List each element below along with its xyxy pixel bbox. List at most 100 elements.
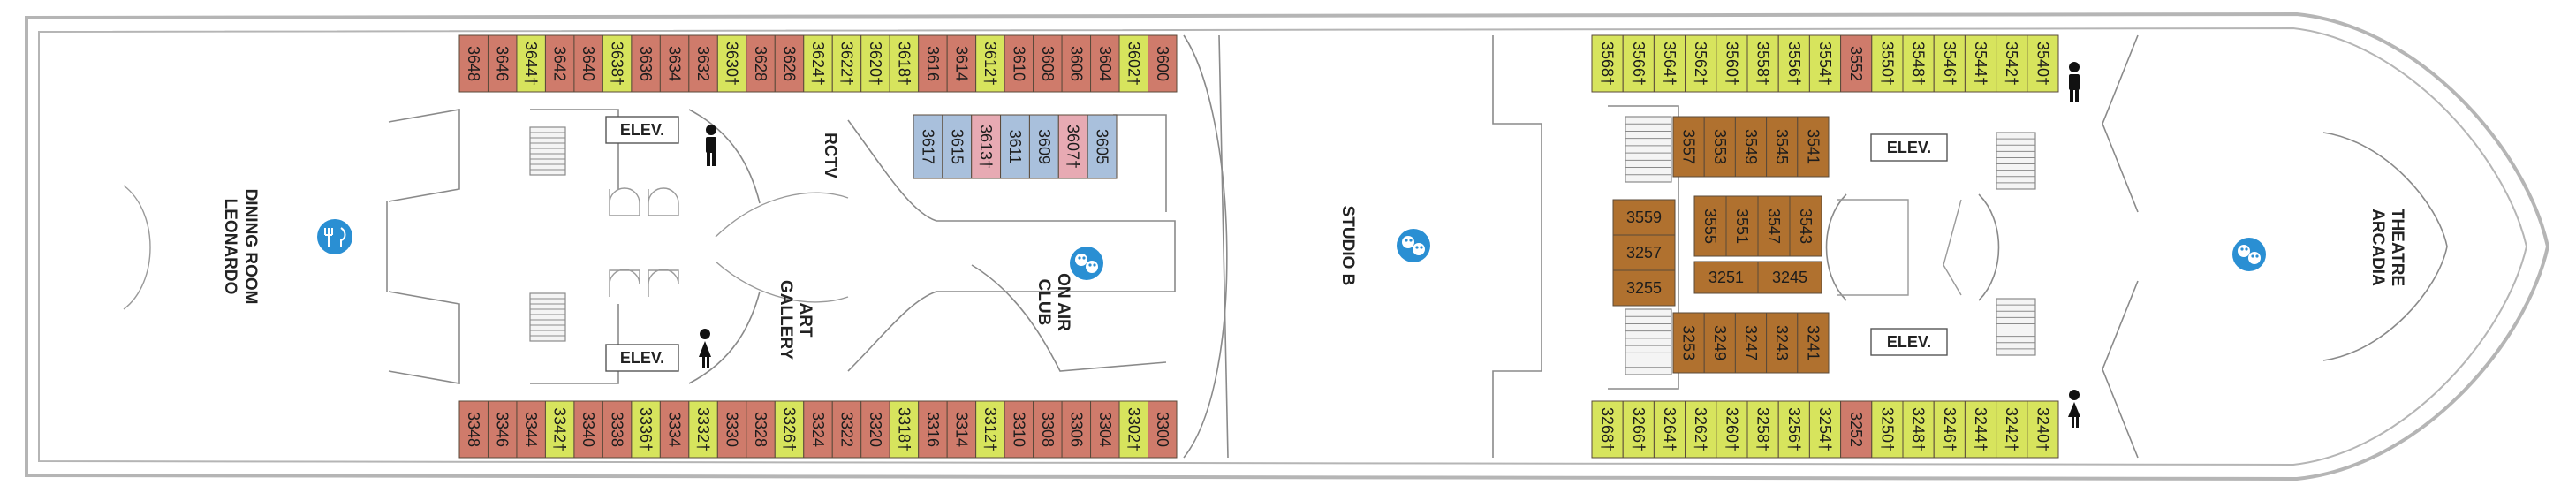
cabin-number: 3322 — [837, 412, 855, 447]
cabin-number: 3607† — [1064, 125, 1082, 169]
cabin-number: 3326† — [781, 407, 799, 451]
cabin: 3328 — [746, 400, 776, 459]
elevator-aft-top: ELEV. — [1870, 133, 1948, 162]
furniture — [123, 185, 1962, 310]
cabin-number: 3348 — [465, 412, 482, 447]
cabin: 3300 — [1148, 400, 1178, 459]
dining-room-label-line2: DINING ROOM — [241, 189, 260, 305]
theatre-label-line2: THEATRE — [2388, 209, 2406, 286]
cabin-number: 3560† — [1723, 42, 1740, 86]
cabin: 3546† — [1933, 34, 1966, 93]
cabin-number: 3632 — [694, 46, 712, 81]
cabin: 3310 — [1004, 400, 1034, 459]
on-air-club-label-line2: CLUB — [1034, 279, 1053, 326]
cabin-number: 3342† — [551, 407, 569, 451]
cabin-number: 3332† — [694, 407, 712, 451]
dining-room-label-line1: LEONARDO — [221, 199, 239, 295]
cabin: 3541 — [1797, 116, 1830, 178]
cabin: 3611 — [1000, 114, 1030, 179]
cabin: 3547 — [1757, 195, 1791, 257]
cabin: 3638† — [602, 34, 633, 93]
cabin: 3332† — [688, 400, 718, 459]
cabin-number: 3253 — [1680, 325, 1698, 360]
on-air-club-label-line1: ON AIR — [1054, 273, 1072, 331]
cabin: 3247 — [1734, 312, 1768, 374]
cabin: 3256† — [1777, 400, 1810, 459]
cabin: 3249 — [1703, 312, 1736, 374]
cabin-number: 3624† — [809, 42, 827, 86]
cabin: 3630† — [716, 34, 747, 93]
cabin: 3550† — [1871, 34, 1904, 93]
cabin: 3606 — [1061, 34, 1092, 93]
cabin: 3564† — [1653, 34, 1686, 93]
cabin-number: 3248† — [1910, 407, 1928, 451]
cabin: 3566† — [1622, 34, 1655, 93]
cabin-number: 3308 — [1039, 412, 1057, 447]
cabin: 3644† — [516, 34, 546, 93]
elevator-label: ELEV. — [620, 349, 664, 367]
cabin: 3342† — [544, 400, 575, 459]
cabin: 3600 — [1148, 34, 1178, 93]
cabin: 3632 — [688, 34, 718, 93]
cabin-number: 3615 — [948, 129, 966, 164]
cabin-number: 3642 — [551, 46, 569, 81]
cabin: 3314 — [946, 400, 977, 459]
cabin: 3618† — [889, 34, 920, 93]
cabin-number: 3340 — [580, 412, 597, 447]
cabin: 3552 — [1840, 34, 1873, 93]
cabin-number: 3604 — [1096, 46, 1114, 81]
cabin-number: 3552 — [1847, 46, 1865, 81]
cabin-number: 3602† — [1125, 42, 1142, 86]
cabin-number: 3346 — [494, 412, 511, 447]
structure — [386, 34, 2448, 459]
cabin: 3268† — [1591, 400, 1624, 459]
cabin: 3548† — [1902, 34, 1935, 93]
cabin-number: 3550† — [1878, 42, 1896, 86]
cabin: 3240† — [2027, 400, 2059, 459]
cabin-number: 3618† — [895, 42, 913, 86]
cabin: 3557 — [1672, 116, 1705, 178]
cabin: 3540† — [2027, 34, 2059, 93]
cabin: 3549 — [1734, 116, 1768, 178]
cabin: 3628 — [746, 34, 776, 93]
cabin-number: 3249 — [1711, 325, 1729, 360]
cabin: 3648 — [458, 34, 489, 93]
cabin-number: 3257 — [1626, 244, 1662, 262]
cabin-number: 3268† — [1599, 407, 1617, 451]
cabin: 3304 — [1090, 400, 1120, 459]
cabin-number: 3648 — [465, 46, 482, 81]
cabin: 3609 — [1028, 114, 1059, 179]
cabin-number: 3630† — [724, 42, 741, 86]
cabin-number: 3546† — [1941, 42, 1959, 86]
theatre-icon — [2232, 238, 2266, 271]
men-restroom-icon — [2069, 62, 2080, 102]
cabin-number: 3628 — [752, 46, 769, 81]
cabin-number: 3562† — [1692, 42, 1709, 86]
cabin: 3330 — [716, 400, 747, 459]
cabin: 3322 — [831, 400, 862, 459]
cabin-number: 3608 — [1039, 46, 1057, 81]
cabin: 3312† — [975, 400, 1005, 459]
cabin: 3558† — [1746, 34, 1779, 93]
cabin: 3602† — [1118, 34, 1149, 93]
studio-theatre-icon — [1397, 229, 1430, 262]
cabin-number: 3605 — [1094, 129, 1111, 164]
cabin-number: 3264† — [1661, 407, 1678, 451]
cabin-number: 3557 — [1680, 129, 1698, 164]
cabin-number: 3312† — [981, 407, 999, 451]
cabin: 3264† — [1653, 400, 1686, 459]
cabin: 3613† — [971, 114, 1002, 179]
cabin-number: 3330 — [724, 412, 741, 447]
cabin: 3646 — [487, 34, 518, 93]
cabin-number: 3644† — [522, 42, 540, 86]
cabin-number: 3609 — [1035, 129, 1053, 164]
cabin: 3616 — [918, 34, 948, 93]
cabin: 3559 — [1612, 199, 1676, 236]
cabin-number: 3551 — [1733, 209, 1751, 244]
cabin-number: 3251 — [1708, 269, 1744, 286]
cabin-row-top-aft: 3568†3566†3564†3562†3560†3558†3556†3554†… — [1591, 34, 2059, 93]
cabin-number: 3320 — [867, 412, 884, 447]
